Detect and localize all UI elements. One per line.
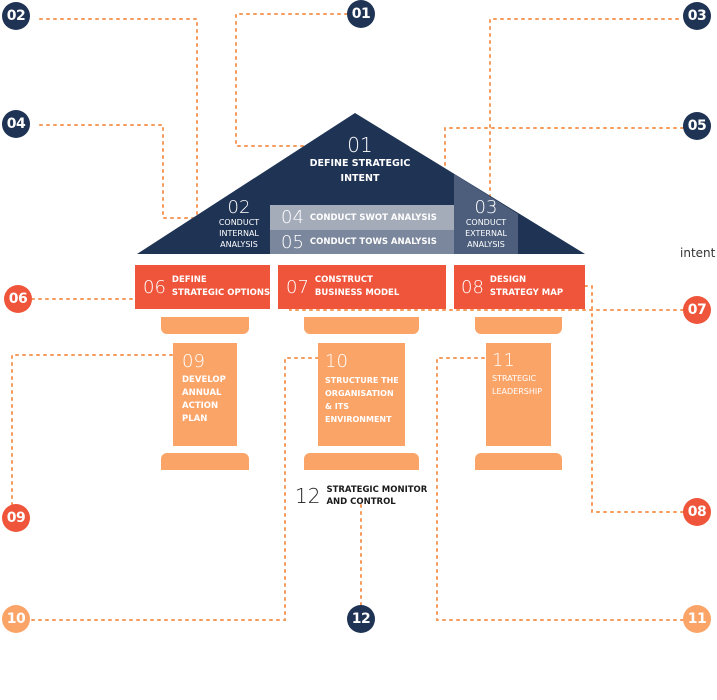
- step11-line1: STRATEGIC: [492, 374, 537, 383]
- pillar-11-capital: [475, 317, 562, 334]
- pillar-10-shaft: [318, 343, 405, 446]
- intent-label: intent: [680, 246, 716, 260]
- step07-line2: BUSINESS MODEL: [314, 288, 400, 298]
- step03-number: 03: [474, 197, 498, 218]
- step05-block: 05 CONDUCT TOWS ANALYSIS: [281, 230, 437, 254]
- beam-06: [135, 265, 270, 309]
- pillar-09-base: [161, 453, 249, 470]
- step03-block: 03 CONDUCT EXTERNAL ANALYSIS: [456, 198, 516, 250]
- step03-line3: ANALYSIS: [467, 240, 505, 249]
- connector-02: [39, 18, 226, 216]
- step11-line2: LEADERSHIP: [492, 387, 543, 396]
- connector-11: [436, 357, 684, 621]
- connector-03: [489, 18, 679, 206]
- badge-08[interactable]: 08: [683, 498, 711, 526]
- step03-line2: EXTERNAL: [465, 229, 507, 238]
- step10-number: 10: [325, 351, 348, 372]
- badge-11[interactable]: 11: [683, 605, 711, 633]
- step01-line1: DEFINE STRATEGIC: [309, 158, 411, 169]
- roof-step05-bar: [270, 230, 454, 254]
- step10-block: 10 STRUCTURE THE ORGANISATION & ITS ENVI…: [325, 350, 410, 426]
- step09-line4: PLAN: [182, 414, 208, 424]
- pillar-09-capital: [161, 317, 249, 334]
- step04-block: 04 CONDUCT SWOT ANALYSIS: [281, 205, 437, 230]
- step02-line2: INTERNAL: [219, 229, 259, 238]
- step06-line2: STRATEGIC OPTIONS: [171, 288, 271, 298]
- roof-step03-panel: [454, 174, 518, 254]
- step06-block: 06 DEFINE STRATEGIC OPTIONS: [143, 265, 270, 309]
- badge-12[interactable]: 12: [347, 605, 375, 633]
- connector-10: [31, 357, 319, 621]
- roof-step04-bar: [270, 205, 454, 230]
- step07-number: 07: [286, 276, 309, 298]
- badge-04[interactable]: 04: [2, 110, 30, 138]
- connector-08: [564, 285, 684, 513]
- badge-03[interactable]: 03: [683, 2, 711, 30]
- badge-05[interactable]: 05: [683, 112, 711, 140]
- step10-line4: ENVIRONMENT: [325, 415, 392, 424]
- step07-block: 07 CONSTRUCT BUSINESS MODEL: [286, 265, 399, 309]
- badge-01[interactable]: 01: [347, 0, 375, 28]
- step02-line3: ANALYSIS: [220, 240, 258, 249]
- step07-line1: CONSTRUCT: [314, 275, 373, 285]
- step05-label: CONDUCT TOWS ANALYSIS: [309, 237, 437, 247]
- connector-09: [11, 354, 173, 506]
- step08-block: 08 DESIGN STRATEGY MAP: [461, 265, 563, 309]
- step12-line2: AND CONTROL: [326, 497, 396, 507]
- pillar-11-base: [475, 453, 562, 470]
- connector-01: [235, 13, 348, 147]
- step02-line1: CONDUCT: [218, 218, 260, 227]
- step05-number: 05: [281, 231, 304, 253]
- step09-block: 09 DEVELOP ANNUAL ACTION PLAN: [182, 350, 240, 426]
- step01-line2: INTENT: [340, 173, 380, 184]
- badge-09[interactable]: 09: [2, 504, 30, 532]
- step06-number: 06: [143, 276, 166, 298]
- step10-line1: STRUCTURE THE: [325, 376, 399, 385]
- step08-line1: DESIGN: [489, 275, 527, 285]
- pillar-10-base: [304, 453, 419, 470]
- step03-line1: CONDUCT: [465, 218, 507, 227]
- pillar-10-capital: [304, 317, 419, 334]
- step09-line3: ACTION: [182, 401, 219, 411]
- step01-number: 01: [347, 133, 373, 157]
- step02-block: 02 CONDUCT INTERNAL ANALYSIS: [210, 198, 268, 250]
- step11-block: 11 STRATEGIC LEADERSHIP: [492, 350, 554, 398]
- step09-line2: ANNUAL: [182, 388, 222, 398]
- step12-block: 12 STRATEGIC MONITOR AND CONTROL: [295, 484, 427, 508]
- step09-line1: DEVELOP: [182, 375, 226, 385]
- step09-number: 09: [182, 351, 205, 372]
- step06-line1: DEFINE: [171, 275, 207, 285]
- step02-number: 02: [227, 197, 251, 218]
- beam-07: [278, 265, 446, 309]
- step01-block: 01 DEFINE STRATEGIC INTENT: [300, 134, 420, 186]
- step12-number: 12: [295, 484, 321, 508]
- step04-number: 04: [281, 207, 304, 228]
- pillar-11-shaft: [486, 343, 551, 446]
- step04-label: CONDUCT SWOT ANALYSIS: [309, 212, 437, 223]
- badge-06[interactable]: 06: [4, 285, 32, 313]
- badge-07[interactable]: 07: [683, 296, 711, 324]
- badge-10[interactable]: 10: [2, 605, 30, 633]
- step08-number: 08: [461, 276, 484, 298]
- step10-line3: & ITS: [325, 402, 349, 411]
- step10-line2: ORGANISATION: [325, 389, 394, 398]
- step11-number: 11: [492, 350, 515, 371]
- step12-line1: STRATEGIC MONITOR: [326, 485, 428, 495]
- badge-02[interactable]: 02: [2, 2, 30, 30]
- pillar-09-shaft: [173, 343, 237, 446]
- step08-line2: STRATEGY MAP: [489, 288, 564, 298]
- beam-08: [454, 265, 585, 309]
